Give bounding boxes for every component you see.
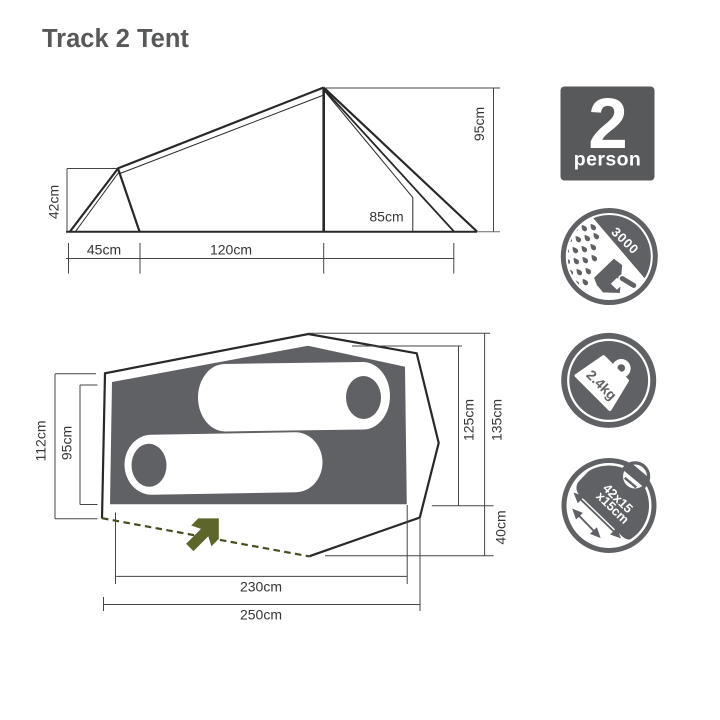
- svg-text:112cm: 112cm: [33, 421, 49, 462]
- svg-text:person: person: [574, 148, 641, 170]
- svg-text:40cm: 40cm: [493, 510, 509, 544]
- svg-text:2: 2: [588, 85, 628, 164]
- svg-text:250cm: 250cm: [240, 607, 282, 623]
- svg-text:85cm: 85cm: [369, 209, 403, 225]
- svg-text:125cm: 125cm: [461, 399, 477, 441]
- svg-text:Track 2 Tent: Track 2 Tent: [42, 25, 189, 53]
- svg-text:42cm: 42cm: [46, 185, 62, 219]
- svg-text:95cm: 95cm: [59, 426, 75, 460]
- svg-text:95cm: 95cm: [471, 107, 487, 141]
- svg-text:230cm: 230cm: [240, 579, 282, 595]
- svg-text:120cm: 120cm: [210, 242, 252, 258]
- svg-text:135cm: 135cm: [489, 399, 505, 441]
- svg-text:45cm: 45cm: [87, 242, 121, 258]
